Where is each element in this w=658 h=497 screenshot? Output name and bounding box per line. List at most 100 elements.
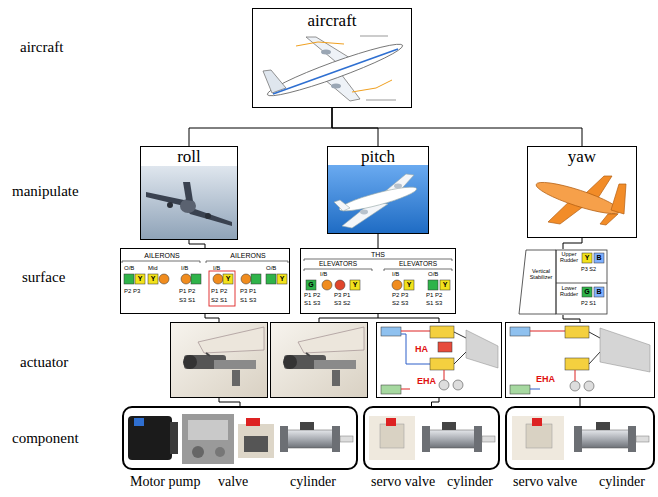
elevator-cells [428, 280, 438, 290]
tree-connector [332, 108, 582, 146]
maneuver-box: yaw [527, 146, 637, 238]
pitch-actuator-schematic [381, 326, 498, 394]
pin-label: B [594, 254, 604, 261]
yaw-actuator-schematic [565, 358, 589, 370]
motor-pump-photo [215, 447, 225, 457]
pin-label: P2 P3 [392, 292, 408, 298]
aileron-cells [266, 274, 276, 284]
node-text: HA [415, 345, 428, 355]
roll-photo [180, 199, 196, 213]
pin-label: I/B [213, 265, 220, 271]
aileron-cells [213, 274, 223, 284]
motor-pump-photo [188, 420, 228, 440]
roll-photo [205, 213, 211, 219]
elevator-cells [350, 280, 360, 290]
aircraft-illustration [263, 70, 286, 93]
node-text: Motor pump [130, 474, 200, 489]
aircraft-illustration [265, 38, 406, 102]
pitch-actuator-schematic [401, 331, 430, 332]
aileron-cells [181, 274, 191, 284]
tree-connector [378, 234, 379, 248]
pitch-photo [360, 210, 368, 215]
node-text: cylinder [447, 474, 493, 489]
valve-photo [512, 416, 564, 460]
pin-label: S2 S3 [392, 300, 408, 306]
yaw-actuator-schematic [510, 326, 650, 394]
pin-label: S1 S3 [240, 297, 256, 303]
yaw-illustration [611, 184, 626, 214]
level-label: actuator [20, 355, 68, 371]
aileron-cells [159, 274, 169, 284]
pin-label: Y [350, 281, 360, 288]
node-text: yaw [568, 148, 596, 167]
aileron-actuator-photo [206, 353, 210, 356]
aircraft-illustration [331, 84, 341, 89]
aileron-actuator-photo [198, 327, 264, 353]
pitch-actuator-schematic [430, 358, 454, 370]
aileron-actuator-photo [232, 370, 240, 386]
pin-label: Y [277, 275, 287, 282]
pin-label: O/B [428, 271, 438, 277]
pitch-actuator-schematic [444, 370, 445, 380]
layout-wire [319, 318, 378, 322]
rudder-cells [582, 253, 604, 297]
pin-label: ELEVATORS [304, 261, 372, 268]
level-label: surface [22, 270, 65, 286]
elevator-actuator-photo [271, 323, 368, 398]
pitch-actuator-schematic [430, 326, 454, 338]
aircraft-illustration [352, 80, 392, 92]
pin-label: S1 S3 [304, 300, 320, 306]
aircraft-illustration [273, 49, 398, 94]
motor-pump-photo [170, 422, 178, 454]
pin-label: ELEVATORS [384, 261, 452, 268]
node-text: THS [371, 251, 385, 259]
node-text: cylinder [290, 474, 336, 489]
yaw-actuator-schematic [565, 326, 589, 338]
cylinder-photo [426, 430, 476, 448]
pin-label: P1 P2 [179, 288, 195, 294]
aircraft-illustration [366, 100, 396, 101]
cylinder-photo [578, 430, 630, 448]
valve-photo [238, 424, 274, 458]
pin-label: Y [404, 281, 414, 288]
yaw-actuator-schematic [510, 327, 530, 336]
actuator-schematic: HAEHA [376, 322, 502, 398]
pitch-photo [338, 183, 418, 215]
level-label: component [12, 431, 79, 447]
aircraft-illustration [321, 50, 331, 55]
yaw-illustration [534, 177, 623, 219]
yaw-actuator-schematic [510, 385, 530, 394]
elevator-cells [322, 280, 332, 290]
pitch-actuator-schematic [454, 332, 466, 364]
rudder-cells [582, 253, 592, 263]
node-text: Vertical Stabilizer [526, 268, 556, 280]
aileron-cells [251, 274, 261, 284]
node-text: cylinder [599, 474, 645, 489]
yaw-actuator-schematic [530, 331, 565, 332]
valve-photo [380, 424, 404, 448]
pitch-photo [334, 200, 350, 211]
elevator-cells [404, 280, 414, 290]
pin-label: Y [223, 275, 233, 282]
elevator-cells [306, 280, 450, 290]
pin-label: G [582, 288, 592, 295]
pin-label: O/B [124, 265, 134, 271]
pitch-actuator-schematic [401, 389, 410, 390]
valve-photo [369, 416, 415, 460]
yaw-actuator-schematic [584, 381, 594, 391]
tree-connector [432, 398, 440, 406]
pin-label: P1 P2 [211, 288, 227, 294]
node-text: servo valve [513, 474, 577, 489]
aircraft-illustration [296, 42, 344, 46]
pin-label: S3 S1 [179, 297, 195, 303]
surface-box: AILERONSAILERONS [120, 248, 290, 314]
node-text: pitch [361, 148, 395, 167]
pin-label: P3 P1 [240, 288, 256, 294]
actuator-schematic: EHA [505, 322, 655, 398]
pin-label: P3 P1 [334, 292, 350, 298]
cylinder-photo [628, 426, 636, 452]
yaw-actuator-schematic [589, 332, 600, 364]
roll-photo [141, 166, 237, 239]
cylinder-photo [442, 422, 456, 430]
cylinder-photo [284, 430, 334, 448]
